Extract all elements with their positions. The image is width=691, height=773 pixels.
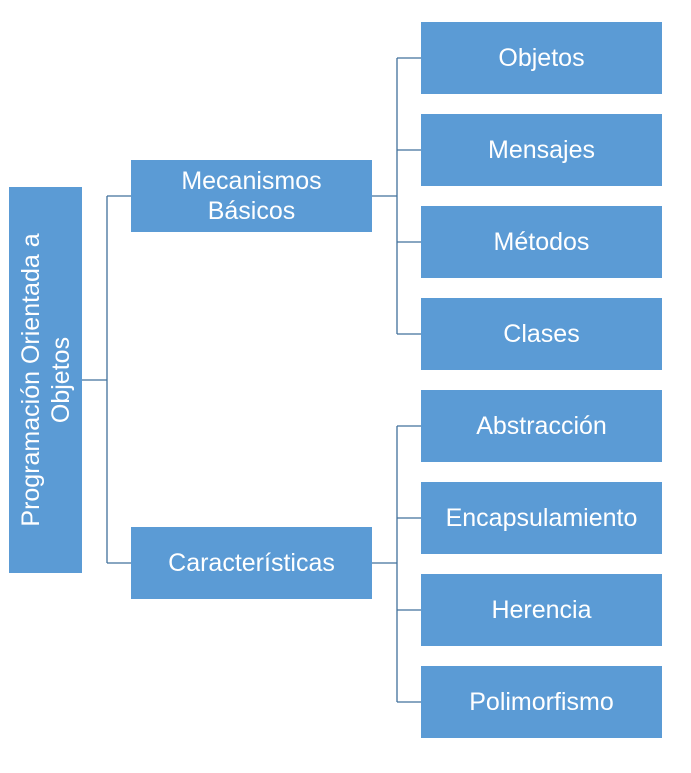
leaf-node-mensajes: Mensajes (421, 114, 662, 186)
leaf-node-herencia: Herencia (421, 574, 662, 646)
leaf-node-label: Clases (503, 320, 580, 348)
leaf-node-encapsulamiento: Encapsulamiento (421, 482, 662, 554)
leaf-node-polimorfismo: Polimorfismo (421, 666, 662, 738)
leaf-node-label: Abstracción (476, 412, 607, 440)
leaf-node-clases: Clases (421, 298, 662, 370)
leaf-node-label: Mensajes (488, 136, 595, 164)
branch-node-label: Mecanismos Básicos (181, 167, 322, 225)
leaf-node-label: Polimorfismo (469, 688, 614, 716)
root-node: Programación Orientada a Objetos (9, 187, 82, 573)
branch-node-caracteristicas: Características (131, 527, 372, 599)
branch-node-mecanismos-basicos: Mecanismos Básicos (131, 160, 372, 232)
leaf-node-label: Herencia (491, 596, 592, 624)
root-node-label: Programación Orientada a Objetos (16, 233, 75, 527)
leaf-node-label: Objetos (498, 44, 585, 72)
branch-node-label: Características (168, 549, 335, 577)
leaf-node-objetos: Objetos (421, 22, 662, 94)
leaf-node-label: Encapsulamiento (445, 504, 638, 532)
leaf-node-label: Métodos (493, 228, 590, 256)
leaf-node-metodos: Métodos (421, 206, 662, 278)
leaf-node-abstraccion: Abstracción (421, 390, 662, 462)
